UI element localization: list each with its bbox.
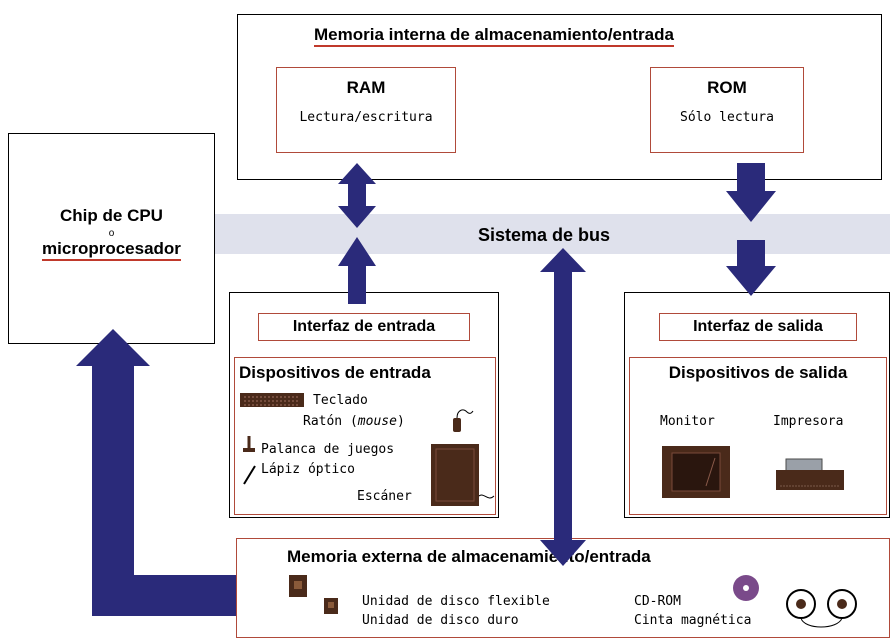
cinta-label: Cinta magnética bbox=[634, 613, 752, 628]
disco-flexible-label: Unidad de disco flexible bbox=[362, 594, 550, 609]
floppy-disk-icon bbox=[289, 575, 307, 597]
palanca-label: Palanca de juegos bbox=[261, 442, 395, 457]
teclado-label: Teclado bbox=[313, 393, 368, 408]
cpu-line1: Chip de CPU bbox=[60, 206, 163, 225]
scanner-icon bbox=[431, 444, 495, 506]
rom-box: ROM Sólo lectura bbox=[650, 67, 804, 153]
raton-label: Ratón (mouse) bbox=[303, 414, 405, 429]
lightpen-icon bbox=[243, 465, 256, 485]
ram-bus-arrow bbox=[338, 163, 376, 228]
ram-desc: Lectura/escritura bbox=[299, 110, 433, 125]
rom-title: ROM bbox=[707, 78, 747, 97]
output-interface: Interfaz de salida bbox=[659, 313, 857, 341]
cpu-line3: microprocesador bbox=[42, 239, 181, 261]
internal-memory-box: Memoria interna de almacenamiento/entrad… bbox=[237, 14, 882, 180]
rom-desc: Sólo lectura bbox=[680, 110, 774, 125]
output-interface-label: Interfaz de salida bbox=[693, 318, 823, 335]
printer-icon bbox=[776, 458, 844, 490]
ram-box: RAM Lectura/escritura bbox=[276, 67, 456, 153]
monitor-label: Monitor bbox=[660, 414, 715, 429]
cdrom-icon bbox=[733, 575, 759, 601]
cpu-box: Chip de CPU o microprocesador bbox=[8, 133, 215, 344]
keyboard-icon bbox=[240, 393, 304, 407]
mouse-icon bbox=[453, 409, 474, 432]
input-devices-title: Dispositivos de entrada bbox=[239, 363, 431, 382]
monitor-icon bbox=[662, 446, 730, 498]
escaner-label: Escáner bbox=[357, 489, 412, 504]
internal-memory-title: Memoria interna de almacenamiento/entrad… bbox=[314, 25, 674, 47]
rom-bus-arrow bbox=[726, 163, 776, 222]
bus-external-arrow bbox=[540, 248, 586, 566]
magnetic-tape-icon bbox=[786, 589, 857, 628]
bus-output-arrow bbox=[726, 240, 776, 296]
disco-duro-label: Unidad de disco duro bbox=[362, 613, 519, 628]
input-interface-label: Interfaz de entrada bbox=[292, 318, 436, 335]
hard-disk-icon bbox=[324, 598, 338, 614]
cpu-line2: o bbox=[108, 228, 115, 239]
lapiz-label: Lápiz óptico bbox=[261, 462, 355, 477]
ram-title: RAM bbox=[346, 78, 386, 97]
joystick-icon bbox=[243, 436, 255, 452]
cdrom-label: CD-ROM bbox=[634, 594, 681, 609]
external-cpu-arrow bbox=[76, 329, 236, 616]
impresora-label: Impresora bbox=[773, 414, 844, 429]
bus-band bbox=[210, 214, 890, 254]
output-devices-title: Dispositivos de salida bbox=[668, 363, 848, 382]
bus-label: Sistema de bus bbox=[478, 225, 611, 245]
input-interface: Interfaz de entrada bbox=[258, 313, 470, 341]
input-bus-arrow bbox=[338, 237, 376, 304]
